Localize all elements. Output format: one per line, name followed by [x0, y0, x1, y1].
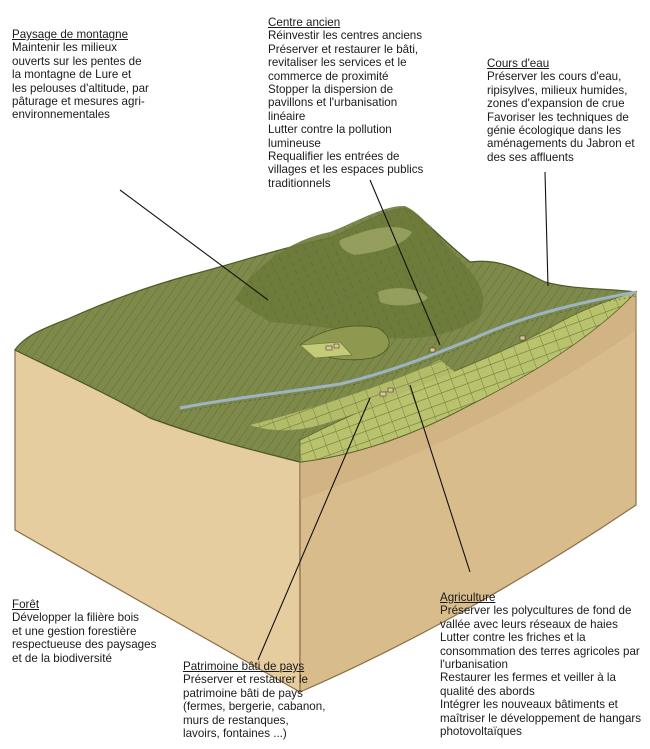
annotation-line: lumineuse [268, 136, 321, 150]
river-bank [179, 295, 637, 413]
annotation-paysage-montagne: Paysage de montagne Maintenir les milieu… [12, 28, 149, 122]
annotation-line: consommation des terres agricoles par [440, 644, 640, 658]
annotation-line: patrimoine bâti de pays [183, 686, 303, 700]
annotation-line: des ses affluents [487, 150, 574, 164]
annotation-agriculture: Agriculture Préserver les polycultures d… [440, 591, 641, 738]
valley-fields-left [250, 360, 455, 431]
annotation-line: pâturage et mesures agri- [12, 95, 145, 109]
annotation-line: respectueuse des paysages [12, 638, 157, 652]
annotation-title: Centre ancien [268, 16, 341, 29]
leader-eau [544, 171, 549, 287]
annotation-line: Préserver et restaurer le [183, 673, 309, 687]
leader-agriculture [409, 384, 471, 573]
annotation-line: photovoltaïques [440, 725, 522, 739]
annotation-line: linéaire [268, 109, 306, 123]
summit-pasture [339, 226, 412, 255]
annotation-line: génie écologique dans les [487, 124, 622, 138]
leader-montagne [119, 189, 269, 301]
annotation-line: Lutter contre les friches et la [440, 631, 586, 645]
annotation-centre-ancien: Centre ancien Réinvestir les centres anc… [268, 16, 423, 190]
annotation-line: Stopper la dispersion de [268, 83, 394, 97]
annotation-line: Restaurer les fermes et veiller à la [440, 671, 616, 685]
annotation-line: Réinvestir les centres anciens [268, 29, 423, 43]
soil-side-shade [300, 292, 636, 500]
annotation-line: ouverts sur les pentes de [12, 54, 142, 68]
annotation-title: Cours d'eau [487, 57, 550, 70]
annotation-line: Développer la filière bois [12, 611, 139, 625]
village-houses [325, 335, 526, 397]
annotation-line: la montagne de Lure et [12, 68, 132, 82]
annotation-line: Maintenir les milieux [12, 41, 118, 55]
annotation-line: (fermes, bergerie, cabanon, [183, 700, 326, 714]
annotation-line: Favoriser les techniques de [487, 110, 629, 124]
annotation-line: lavoirs, fontaines ...) [183, 727, 287, 741]
leader-lines [119, 171, 549, 661]
annotation-line: et une gestion forestière [12, 624, 137, 638]
annotation-line: Lutter contre la pollution [268, 123, 392, 137]
annotation-line: les pelouses d'altitude, par [12, 81, 149, 95]
annotation-line: ripisylves, milieux humides, [487, 83, 628, 97]
annotation-line: environnementales [12, 108, 110, 122]
annotation-patrimoine: Patrimoine bâti de pays Préserver et res… [183, 660, 325, 740]
annotation-title: Paysage de montagne [12, 28, 129, 41]
annotation-line: et de la biodiversité [12, 651, 112, 665]
leader-centre [369, 179, 441, 346]
annotation-line: zones d'expansion de crue [487, 97, 625, 111]
annotation-line: l'urbanisation [440, 658, 508, 672]
leader-patrimoine [257, 397, 371, 661]
annotation-foret: Forêt Développer la filière bois et une … [12, 598, 156, 665]
annotation-line: Requalifier les entrées de [268, 150, 400, 164]
annotation-line: murs de restanques, [183, 713, 289, 727]
annotation-line: vallée avec leurs réseaux de haies [440, 617, 618, 631]
annotation-title: Agriculture [440, 591, 496, 604]
annotation-line: Préserver les cours d'eau, [487, 70, 622, 84]
annotation-line: Intégrer les nouveaux bâtiments et [440, 698, 618, 712]
hill-clearing [378, 288, 428, 306]
annotation-line: villages et les espaces publics [268, 163, 424, 177]
annotation-cours-eau: Cours d'eau Préserver les cours d'eau, r… [487, 57, 635, 164]
annotation-line: pavillons et l'urbanisation [268, 96, 398, 110]
river [179, 290, 637, 410]
annotation-line: maîtriser le développement de hangars [440, 711, 642, 725]
annotation-line: Préserver les polycultures de fond de [440, 604, 632, 618]
annotation-line: commerce de proximité [268, 69, 389, 83]
annotation-line: revitaliser les services et le [268, 56, 407, 70]
annotation-title: Patrimoine bâti de pays [183, 660, 305, 673]
annotation-title: Forêt [12, 598, 40, 611]
annotation-line: aménagements du Jabron et [487, 137, 635, 151]
annotation-line: Préserver et restaurer le bâti, [268, 42, 419, 56]
annotation-line: qualité des abords [440, 684, 535, 698]
mountain-ridge-hatch [235, 205, 484, 339]
annotation-line: traditionnels [268, 176, 331, 190]
